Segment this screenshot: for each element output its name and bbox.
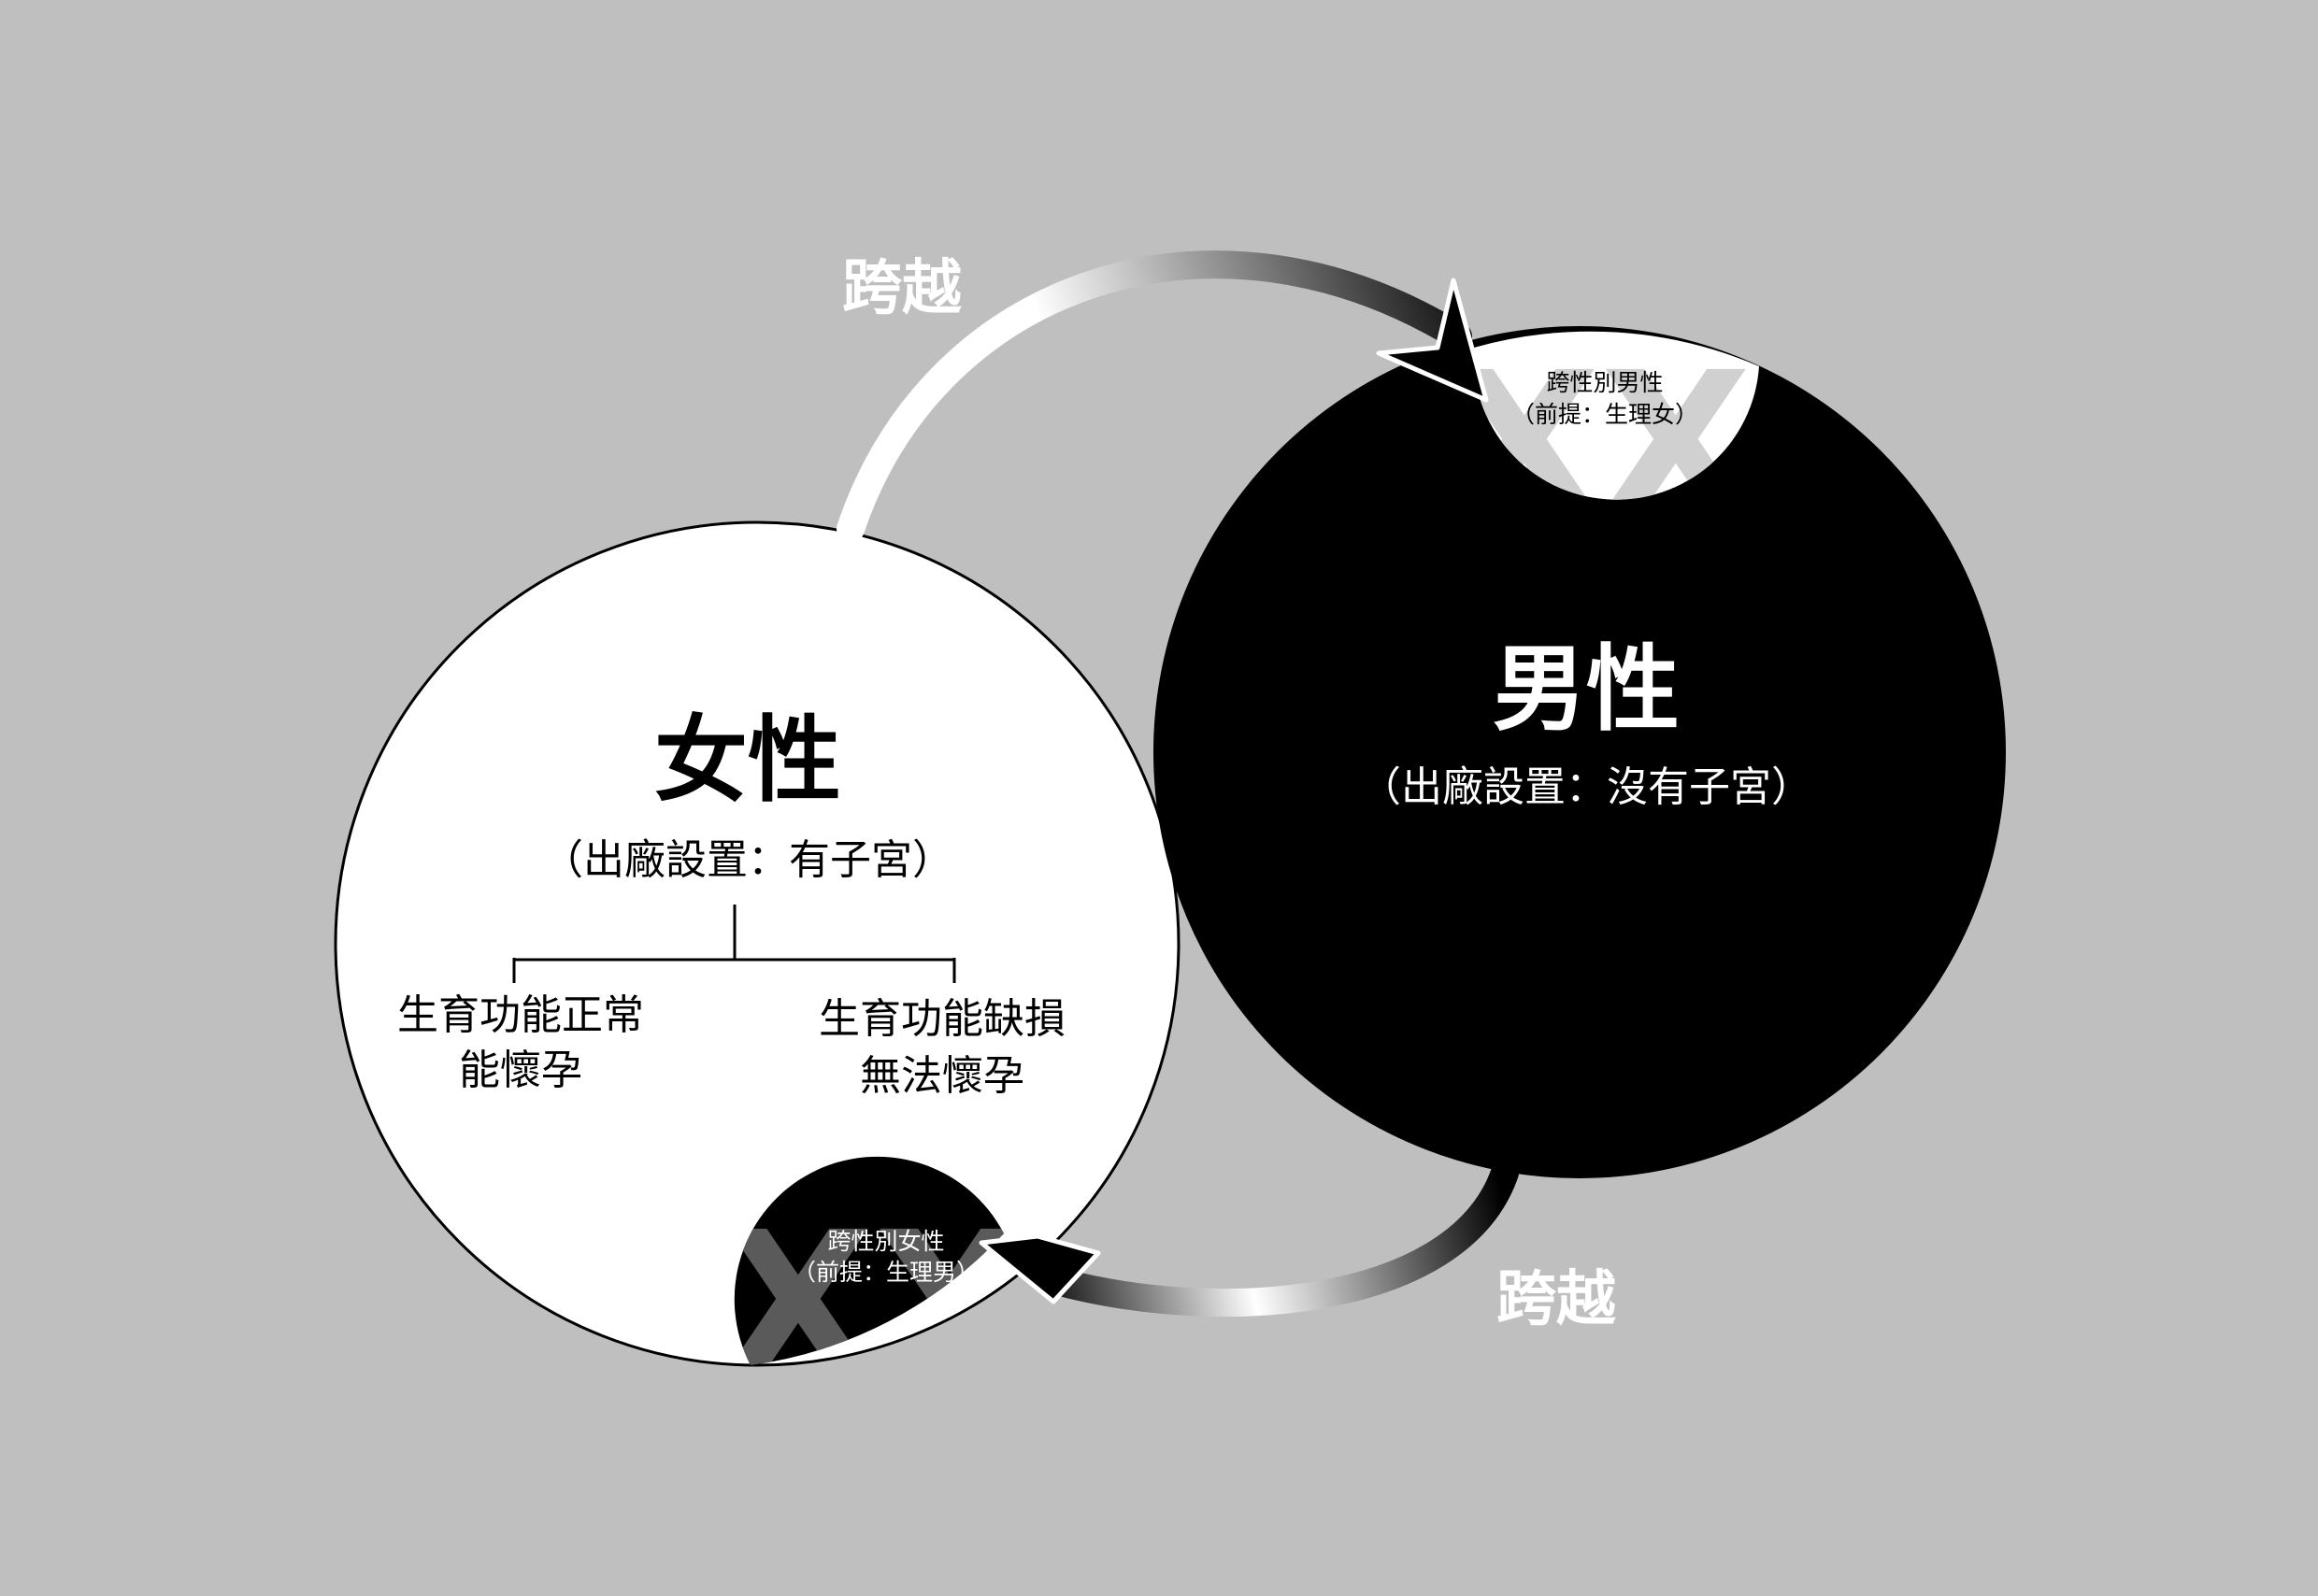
branch-left-line2: 能懷孕 [459, 1047, 582, 1094]
male-subtitle: （出廠設置：沒有子宮） [1360, 763, 1812, 811]
arrow-top-shaft [837, 250, 1472, 543]
female-subtitle: （出廠設置：有子宮） [542, 836, 953, 884]
trans-male-label: 跨性別男性 [1546, 369, 1663, 396]
trans-female-region: XX 跨性別女性 （前提：生理男） [723, 1156, 1025, 1418]
arrow-top [837, 250, 1489, 543]
trans-male-region: XX 跨性別男性 （前提：生理女） [1473, 331, 1759, 500]
branch-left-line1: 生育功能正常 [397, 991, 644, 1039]
arrow-top-head [1376, 278, 1489, 403]
branch-right-line2: 無法懷孕 [860, 1052, 1024, 1100]
female-circle [334, 520, 1180, 1367]
arrow-bottom [979, 1159, 1519, 1318]
male-title: 男性 [1493, 634, 1680, 744]
trans-female-xx-pattern: XX [723, 1190, 1025, 1418]
arrow-bottom-shaft [1033, 1159, 1519, 1318]
female-title: 女性 [654, 705, 841, 815]
trans-female-premise: （前提：生理男） [793, 1259, 980, 1286]
trans-male-premise: （前提：生理女） [1511, 401, 1698, 428]
arrow-bottom-label: 跨越 [1496, 1265, 1617, 1334]
trans-female-label: 跨性別女性 [827, 1228, 944, 1255]
trans-female-xx-text: XX [723, 1190, 1025, 1418]
female-branch-lines [512, 905, 956, 983]
branch-right-line1: 生育功能缺損 [819, 995, 1066, 1043]
male-circle [1153, 326, 2006, 1178]
arrow-top-label: 跨越 [842, 254, 963, 323]
arrow-bottom-head [979, 1233, 1101, 1304]
